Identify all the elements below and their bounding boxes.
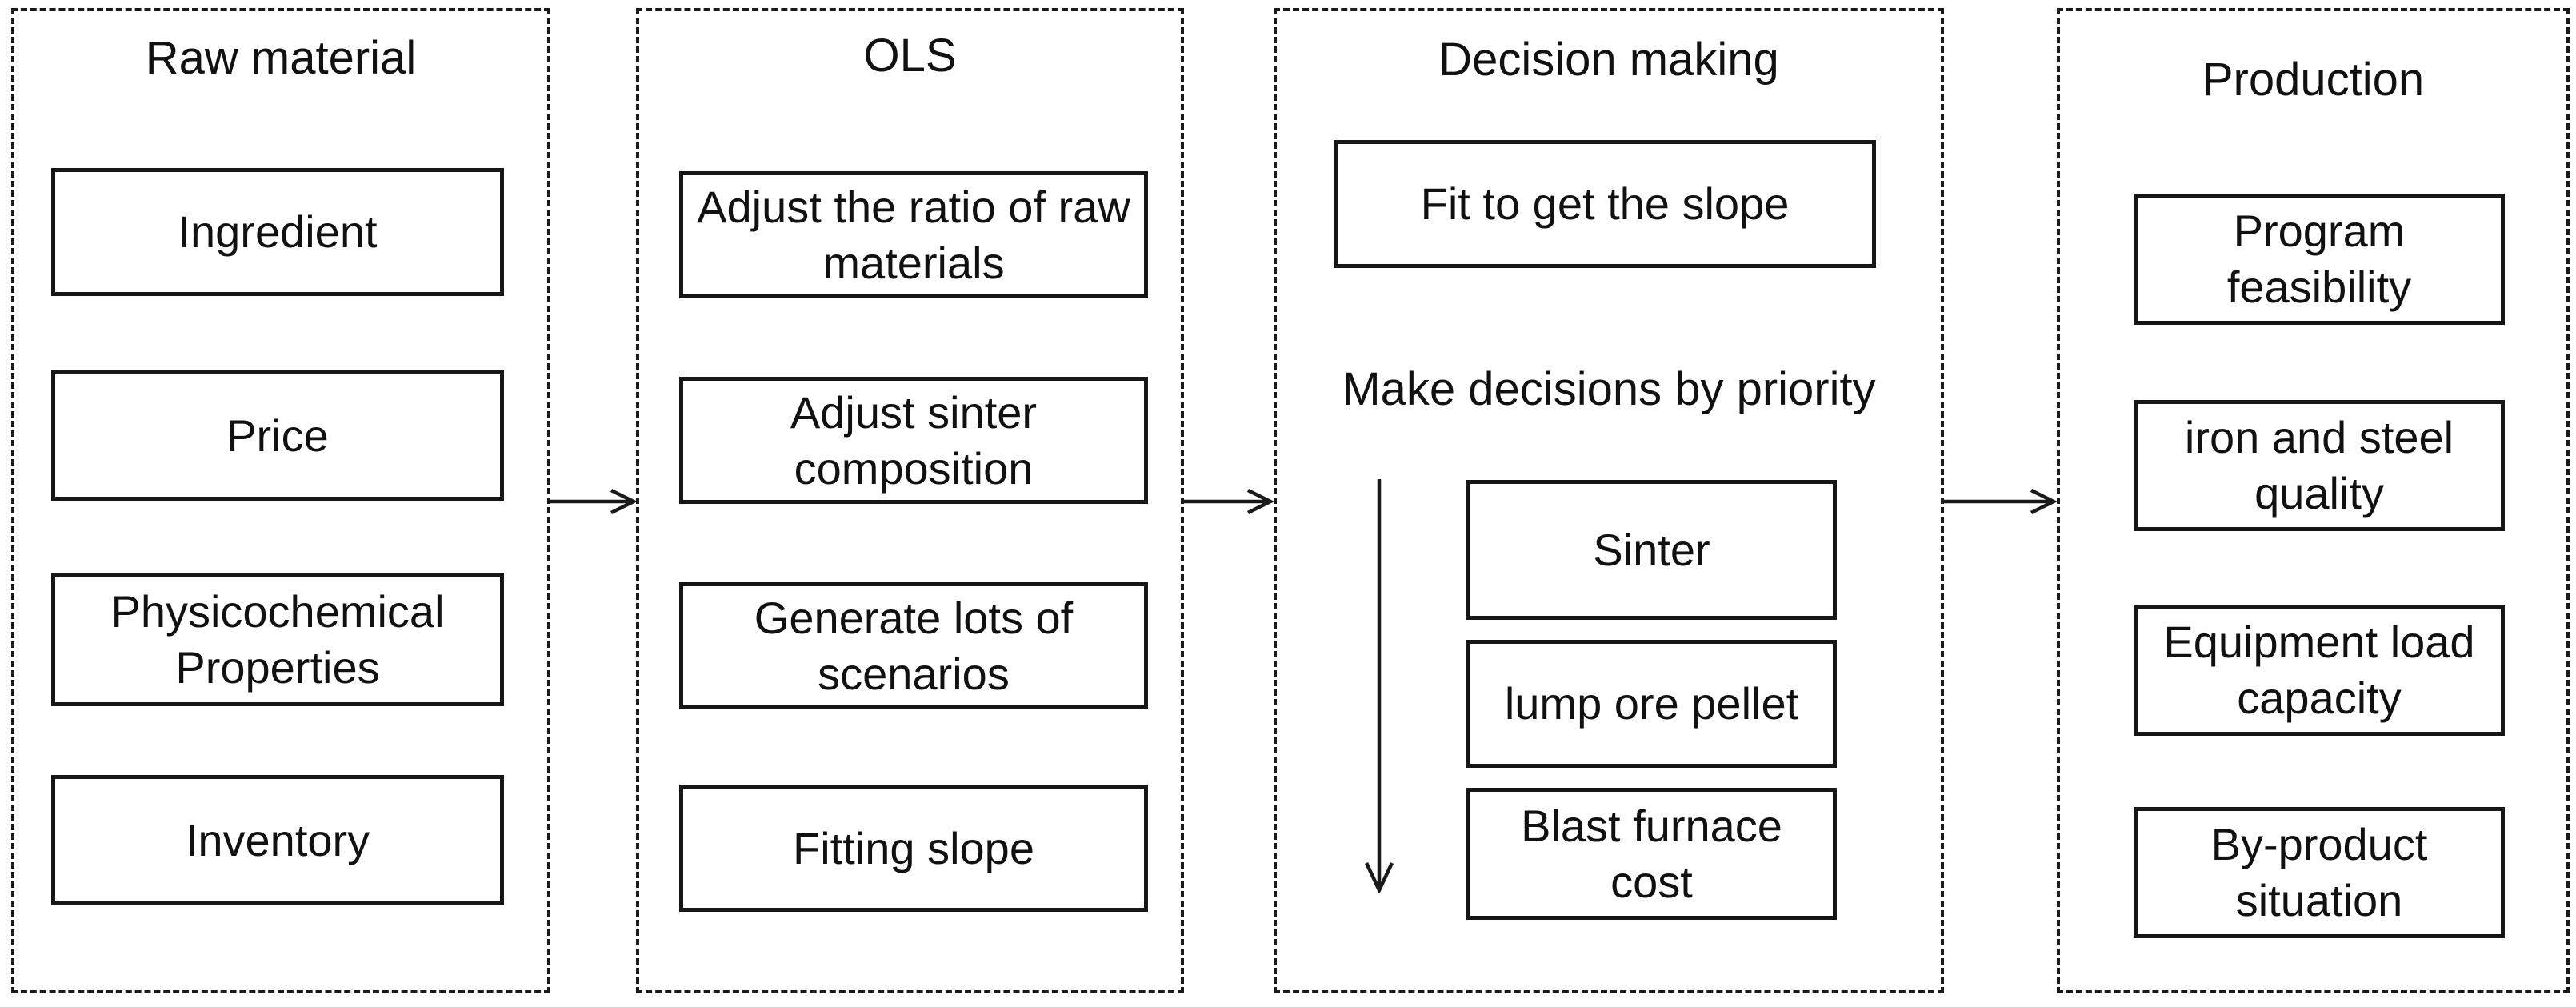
column-decision-making: Decision making Fit to get the slope Mak… (1274, 8, 1944, 993)
flow-arrow-right-icon (1182, 478, 1275, 525)
box-adjust-ratio-raw-materials: Adjust the ratio of raw materials (679, 171, 1148, 298)
box-sinter: Sinter (1466, 480, 1837, 620)
box-lump-ore-pellet: lump ore pellet (1466, 640, 1837, 768)
column-title-decision-making: Decision making (1438, 34, 1779, 86)
column-title-ols: OLS (863, 30, 957, 82)
flow-arrow-right-icon (1942, 478, 2058, 525)
column-title-production: Production (2202, 54, 2425, 106)
box-physicochemical-properties: Physicochemical Properties (51, 573, 504, 706)
column-ols: OLS Adjust the ratio of raw materials Ad… (636, 8, 1184, 993)
column-production: Production Program feasibility iron and … (2057, 8, 2570, 993)
column-raw-material: Raw material Ingredient Price Physicoche… (11, 8, 550, 993)
box-iron-steel-quality: iron and steel quality (2134, 400, 2505, 531)
column-title-raw-material: Raw material (145, 32, 417, 84)
box-equipment-load-capacity: Equipment load capacity (2134, 605, 2505, 736)
box-blast-furnace-cost: Blast furnace cost (1466, 788, 1837, 920)
box-by-product-situation: By-product situation (2134, 807, 2505, 938)
priority-down-arrow-icon (1355, 478, 1403, 893)
box-adjust-sinter-composition: Adjust sinter composition (679, 377, 1148, 504)
flow-arrow-right-icon (549, 478, 638, 525)
box-program-feasibility: Program feasibility (2134, 194, 2505, 325)
priority-label: Make decisions by priority (1342, 363, 1876, 415)
box-price: Price (51, 370, 504, 501)
box-ingredient: Ingredient (51, 168, 504, 296)
box-inventory: Inventory (51, 775, 504, 905)
box-fit-to-get-slope: Fit to get the slope (1334, 140, 1876, 268)
box-generate-scenarios: Generate lots of scenarios (679, 582, 1148, 709)
box-fitting-slope: Fitting slope (679, 785, 1148, 912)
